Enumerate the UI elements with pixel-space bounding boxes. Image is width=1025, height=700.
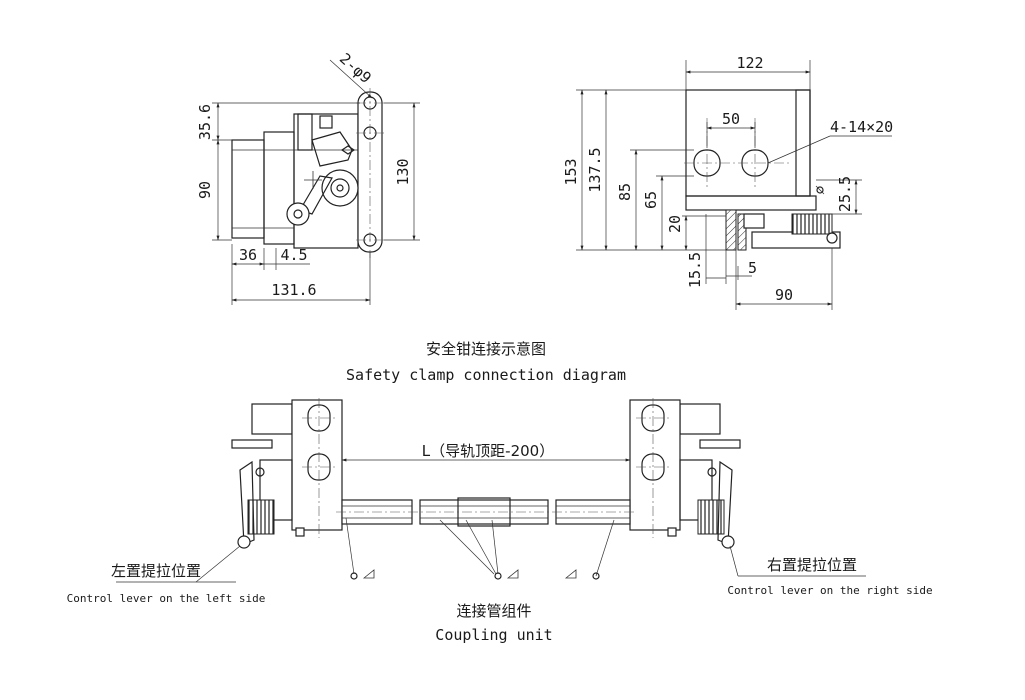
side-lever-arm [311, 131, 353, 167]
front-view: 122 50 4-14×20 153 137.5 85 65 20 25.5 1… [562, 54, 893, 310]
diagram-title-en: Safety clamp connection diagram [346, 366, 626, 384]
front-dim-153: 153 [562, 158, 580, 185]
left-lever-knob [237, 535, 251, 549]
left-label-en: Control lever on the left side [67, 592, 266, 605]
front-dim-85: 85 [616, 183, 634, 201]
right-label-en: Control lever on the right side [727, 584, 932, 597]
side-small-plate [319, 115, 333, 129]
side-dim-131-6: 131.6 [271, 281, 316, 299]
front-spring [791, 213, 833, 235]
front-rail-section [725, 209, 737, 251]
side-roller-large [321, 169, 359, 207]
left-lever [239, 460, 255, 545]
span-label: L（导轨顶距-200） [422, 442, 554, 460]
front-dim-5: 5 [748, 259, 757, 277]
coupling-label-en: Coupling unit [435, 626, 552, 644]
diagram-title-cn: 安全钳连接示意图 [426, 340, 546, 358]
coupling-tubes [336, 497, 636, 527]
front-base [685, 195, 817, 211]
connection-diagram: L（导轨顶距-200） 左置提拉位置 Contro [67, 398, 933, 644]
side-dim-35-6: 35.6 [196, 104, 214, 140]
left-label-cn: 左置提拉位置 [111, 562, 201, 580]
front-dim-90: 90 [775, 286, 793, 304]
side-dim-130: 130 [394, 158, 412, 185]
front-dim-137-5: 137.5 [586, 147, 604, 192]
front-dim-15-5: 15.5 [686, 252, 704, 288]
side-body-mid-block [263, 131, 295, 245]
left-top-block [251, 403, 293, 435]
side-dim-4-5: 4.5 [280, 246, 307, 264]
right-top-block [679, 403, 721, 435]
front-body [685, 89, 811, 197]
coupling-label-cn: 连接管组件 [456, 602, 531, 620]
side-body-left-block [231, 139, 265, 239]
tube-segment-2 [419, 499, 549, 525]
side-roller-small [286, 202, 310, 226]
front-dim-25-5: 25.5 [836, 176, 854, 212]
right-lever [717, 460, 733, 545]
side-dim-36: 36 [239, 246, 257, 264]
front-dim-65: 65 [642, 191, 660, 209]
front-dim-122: 122 [736, 54, 763, 72]
right-label-cn: 右置提拉位置 [767, 556, 857, 574]
right-spring [697, 499, 725, 535]
front-dim-4-14x20: 4-14×20 [830, 118, 893, 136]
side-bracket [297, 113, 313, 151]
front-dim-20: 20 [666, 215, 684, 233]
front-dim-50: 50 [722, 110, 740, 128]
right-lever-knob [721, 535, 735, 549]
side-view: 35.6 90 2-φ9 130 36 4.5 131.6 [196, 50, 420, 305]
side-dim-90: 90 [196, 181, 214, 199]
side-dim-2-phi9: 2-φ9 [336, 50, 375, 88]
left-spring [247, 499, 275, 535]
